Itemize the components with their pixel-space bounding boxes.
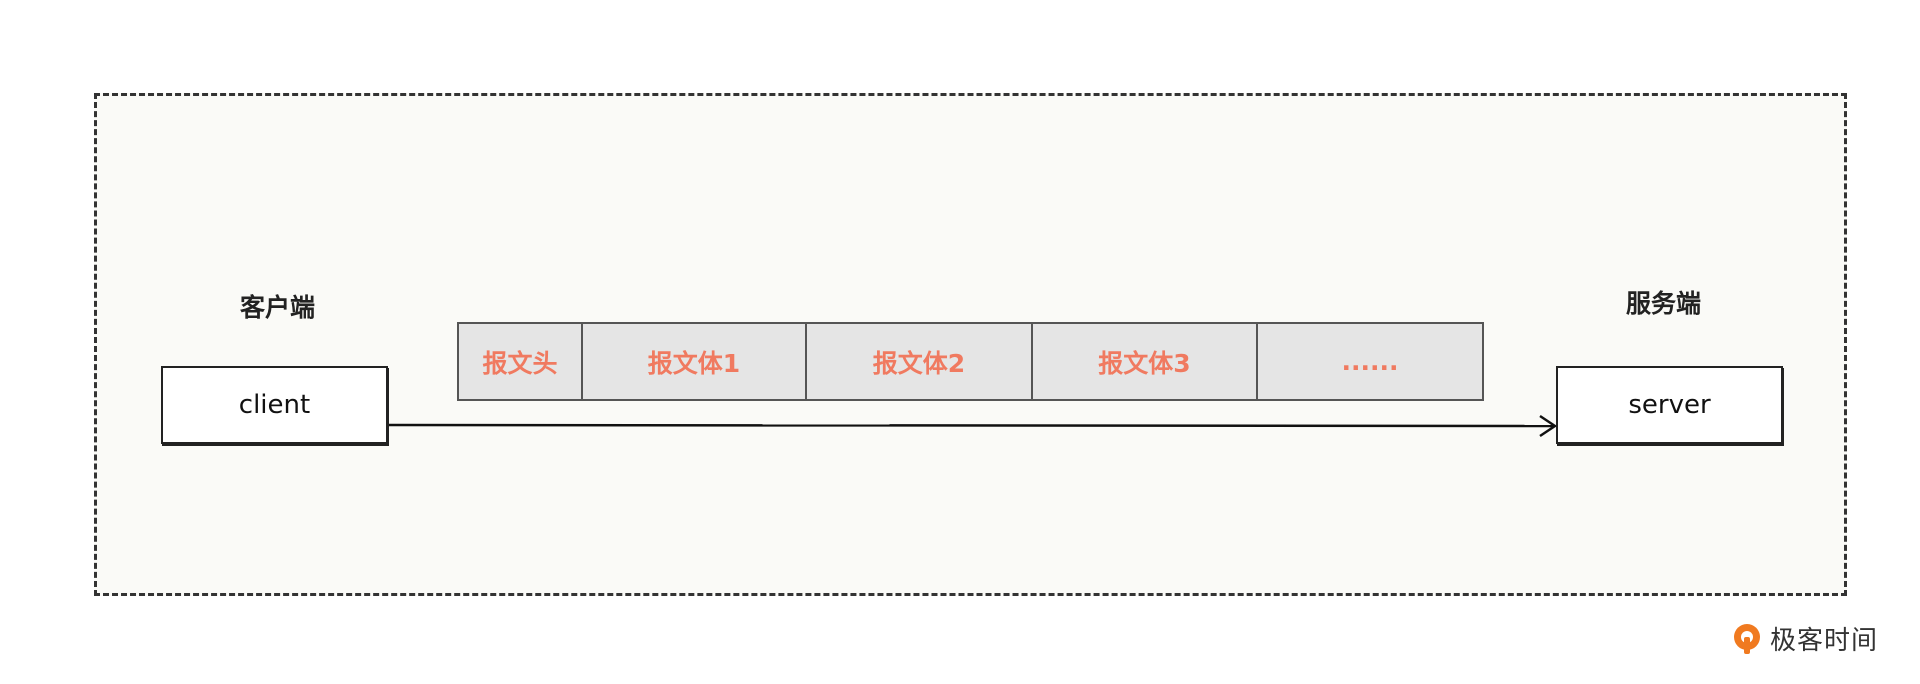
packet-segment-more: ...... (1256, 322, 1484, 401)
client-box-text: client (238, 390, 311, 420)
server-box: server (1556, 366, 1783, 444)
segment-label: 报文体2 (872, 348, 966, 378)
packet-segment-header: 报文头 (457, 322, 583, 401)
segment-label: 报文体1 (647, 348, 741, 378)
server-side-label: 服务端 (1626, 289, 1702, 318)
packet-segment-body-1: 报文体1 (580, 322, 808, 401)
server-box-text: server (1628, 390, 1711, 420)
packet-segment-body-2: 报文体2 (805, 322, 1033, 401)
segment-label: 报文头 (482, 348, 558, 378)
logo-text: 极客时间 (1770, 626, 1879, 656)
packet-segment-body-3: 报文体3 (1030, 322, 1259, 401)
client-side-label: 客户端 (240, 293, 316, 322)
segment-label: ...... (1341, 347, 1399, 376)
geektime-logo: 极客时间 (1730, 620, 1878, 657)
segment-label: 报文体3 (1098, 348, 1191, 378)
packet-segments: 报文头 报文体1 报文体2 报文体3 ...... (457, 322, 1484, 401)
geektime-logo-icon (1734, 623, 1760, 654)
client-box: client (161, 366, 388, 444)
